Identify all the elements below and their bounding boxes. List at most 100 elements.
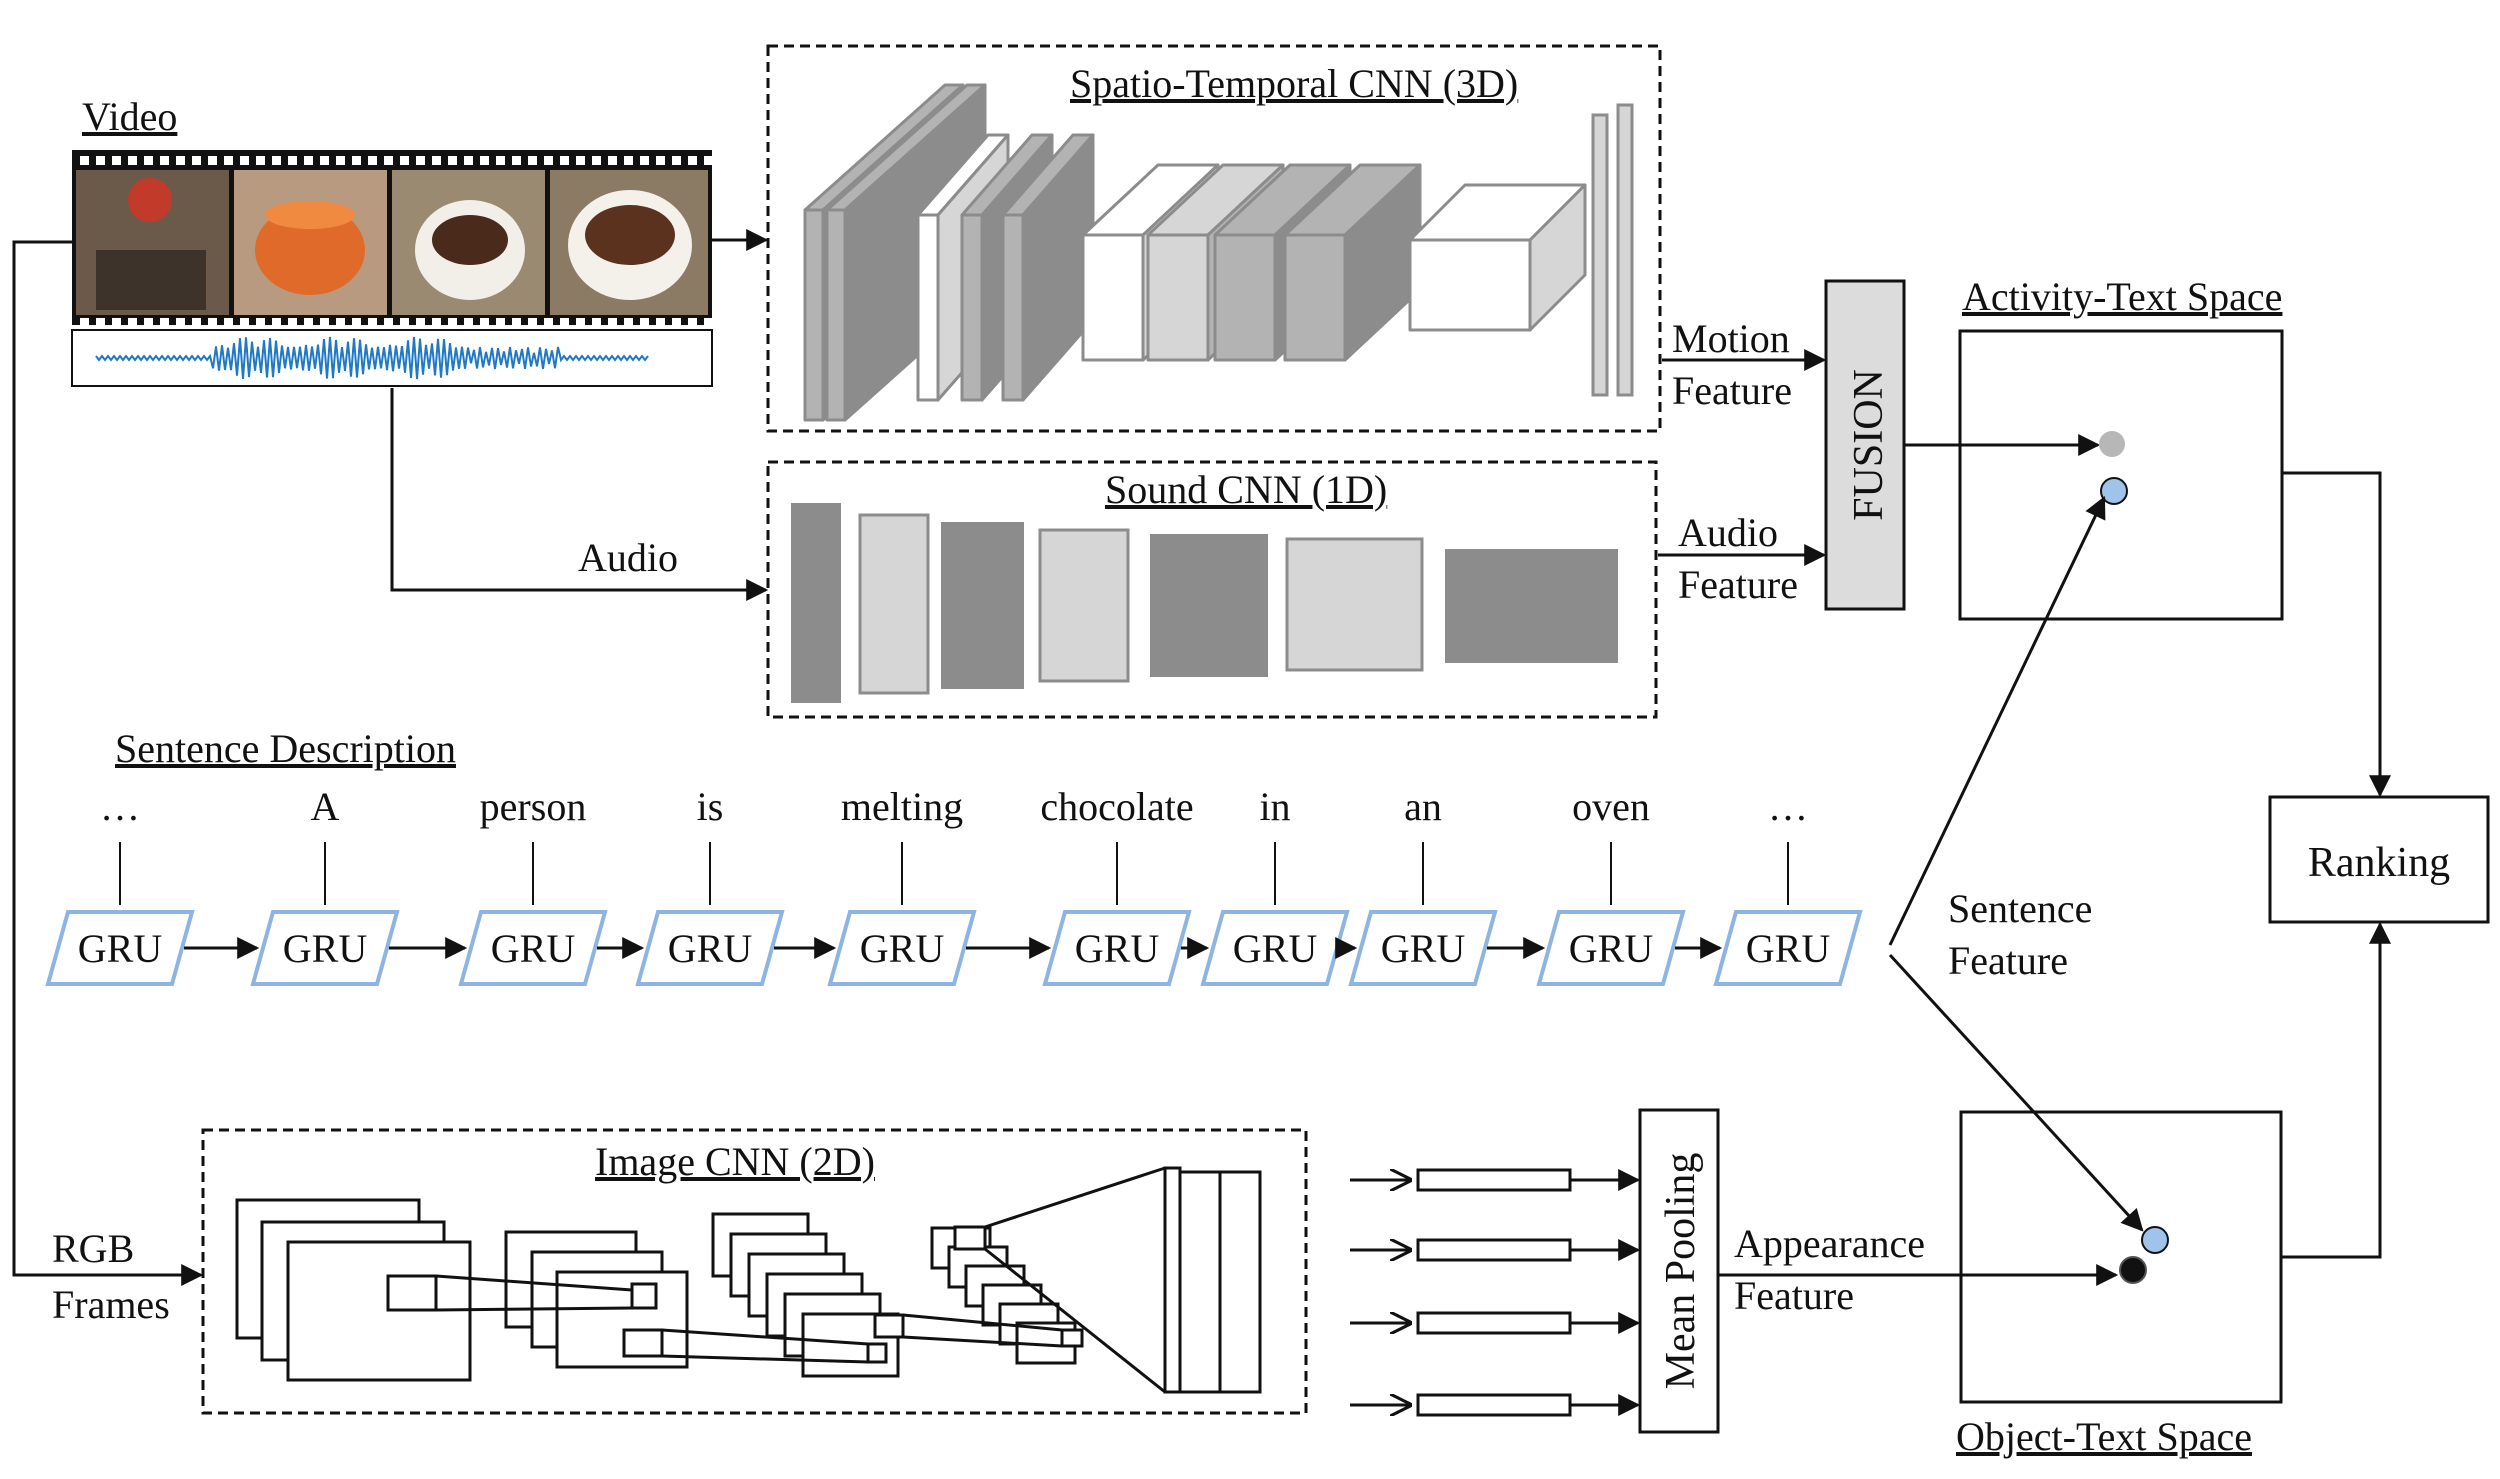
sprocket-hole xyxy=(640,318,649,326)
sprocket-hole xyxy=(448,156,457,165)
mean-pooling-box xyxy=(1638,1108,1720,1434)
object-space-title: Object-Text Space xyxy=(1956,1414,2252,1459)
gru-cell-shape xyxy=(1713,910,1863,986)
sprocket-hole xyxy=(176,318,185,326)
connection-line xyxy=(661,1354,869,1364)
sprocket-hole xyxy=(80,318,89,326)
video-to-audio-arrow xyxy=(390,388,769,601)
fusion-label: FUSION xyxy=(1846,369,1892,521)
sprocket-hole xyxy=(144,318,153,326)
gru-label: GRU xyxy=(668,926,753,971)
sprocket-hole xyxy=(544,156,553,165)
audio-waveform xyxy=(95,336,649,380)
video-to-rgb-arrow xyxy=(12,240,204,1286)
gru-cell: GRU xyxy=(1200,910,1350,986)
gru-cell-shape xyxy=(45,910,195,986)
sound-layer-7 xyxy=(1445,549,1618,663)
sprocket-hole xyxy=(672,156,681,165)
sprocket-hole xyxy=(384,156,393,165)
sprocket-hole xyxy=(496,318,505,326)
sprocket-hole xyxy=(304,318,313,326)
gru-label: GRU xyxy=(1381,926,1466,971)
gru-cell: GRU xyxy=(1348,910,1498,986)
sound-layer-2 xyxy=(858,513,930,695)
rgb-label-line2: Frames xyxy=(52,1282,170,1327)
motion-feature-label-line2: Feature xyxy=(1672,368,1792,413)
sprocket-hole xyxy=(592,156,601,165)
sprocket-hole xyxy=(224,156,233,165)
fc-layer xyxy=(1163,1166,1182,1394)
activity-space-box xyxy=(1958,329,2284,621)
sprocket-hole xyxy=(560,156,569,165)
gru-cell-shape xyxy=(1348,910,1498,986)
sprocket-hole xyxy=(656,318,665,326)
sprocket-hole xyxy=(576,318,585,326)
object-space-box xyxy=(1959,1110,2283,1404)
sprocket-hole xyxy=(432,156,441,165)
appearance-feature-label-line2: Feature xyxy=(1734,1273,1854,1318)
sprocket-hole xyxy=(208,318,217,326)
sprocket-hole xyxy=(640,156,649,165)
gru-cell-shape xyxy=(1536,910,1686,986)
sentence-word: … xyxy=(100,784,140,829)
orange-pot-image-lid xyxy=(265,201,355,229)
video-label: Video xyxy=(82,94,177,139)
receptive-field xyxy=(866,1342,888,1364)
sprocket-hole xyxy=(496,156,505,165)
sprocket-hole xyxy=(608,156,617,165)
sprocket-hole xyxy=(256,156,265,165)
sprocket-hole xyxy=(208,156,217,165)
filmstrip-sprockets xyxy=(80,156,713,326)
sprocket-hole xyxy=(336,156,345,165)
gru-cell-shape xyxy=(458,910,608,986)
gru-cell-shape xyxy=(635,910,785,986)
sprocket-hole xyxy=(672,318,681,326)
sprocket-hole xyxy=(304,156,313,165)
sprocket-hole xyxy=(464,156,473,165)
sprocket-hole xyxy=(336,318,345,326)
sentence-word: person xyxy=(480,784,587,829)
sentence-to-object-arrow xyxy=(1888,953,2144,1232)
pooling-inputs xyxy=(1350,1168,1641,1417)
sentence-title: Sentence Description xyxy=(115,726,456,771)
sprocket-hole xyxy=(368,156,377,165)
pot-on-table-image-accent xyxy=(128,178,172,222)
sprocket-hole xyxy=(128,156,137,165)
sprocket-hole xyxy=(576,156,585,165)
sprocket-hole xyxy=(704,156,713,165)
audio-feature-label-line1: Audio xyxy=(1678,510,1778,555)
sprocket-hole xyxy=(400,156,409,165)
sprocket-hole xyxy=(192,156,201,165)
video-group: Video xyxy=(71,94,713,387)
sprocket-hole xyxy=(416,156,425,165)
sprocket-hole xyxy=(352,156,361,165)
connection-line xyxy=(435,1306,633,1312)
gru-cell: GRU xyxy=(250,910,400,986)
sprocket-hole xyxy=(384,318,393,326)
receptive-field xyxy=(873,1313,905,1339)
sentence-word: chocolate xyxy=(1040,784,1193,829)
sprocket-hole xyxy=(112,156,121,165)
sprocket-hole xyxy=(256,318,265,326)
object-sentence-dot xyxy=(2141,1226,2169,1254)
conv3d-layer xyxy=(1408,183,1587,332)
conv3d-layer xyxy=(1001,133,1095,402)
gru-label: GRU xyxy=(1233,926,1318,971)
sprocket-hole xyxy=(592,318,601,326)
sprocket-hole xyxy=(432,318,441,326)
sentence-word: is xyxy=(697,784,724,829)
sprocket-hole xyxy=(656,156,665,165)
sentence-to-activity-arrow xyxy=(1888,496,2106,946)
receptive-field xyxy=(622,1328,664,1358)
gru-label: GRU xyxy=(1075,926,1160,971)
spatio-temporal-cnn-layers xyxy=(803,83,1587,422)
sound-layer-5 xyxy=(1150,534,1268,677)
fc-layer-2 xyxy=(1616,103,1634,397)
object-embedding-dot xyxy=(2119,1256,2147,1284)
conv3d-layer xyxy=(1283,163,1422,362)
receptive-field xyxy=(953,1225,987,1251)
sprocket-hole xyxy=(224,318,233,326)
